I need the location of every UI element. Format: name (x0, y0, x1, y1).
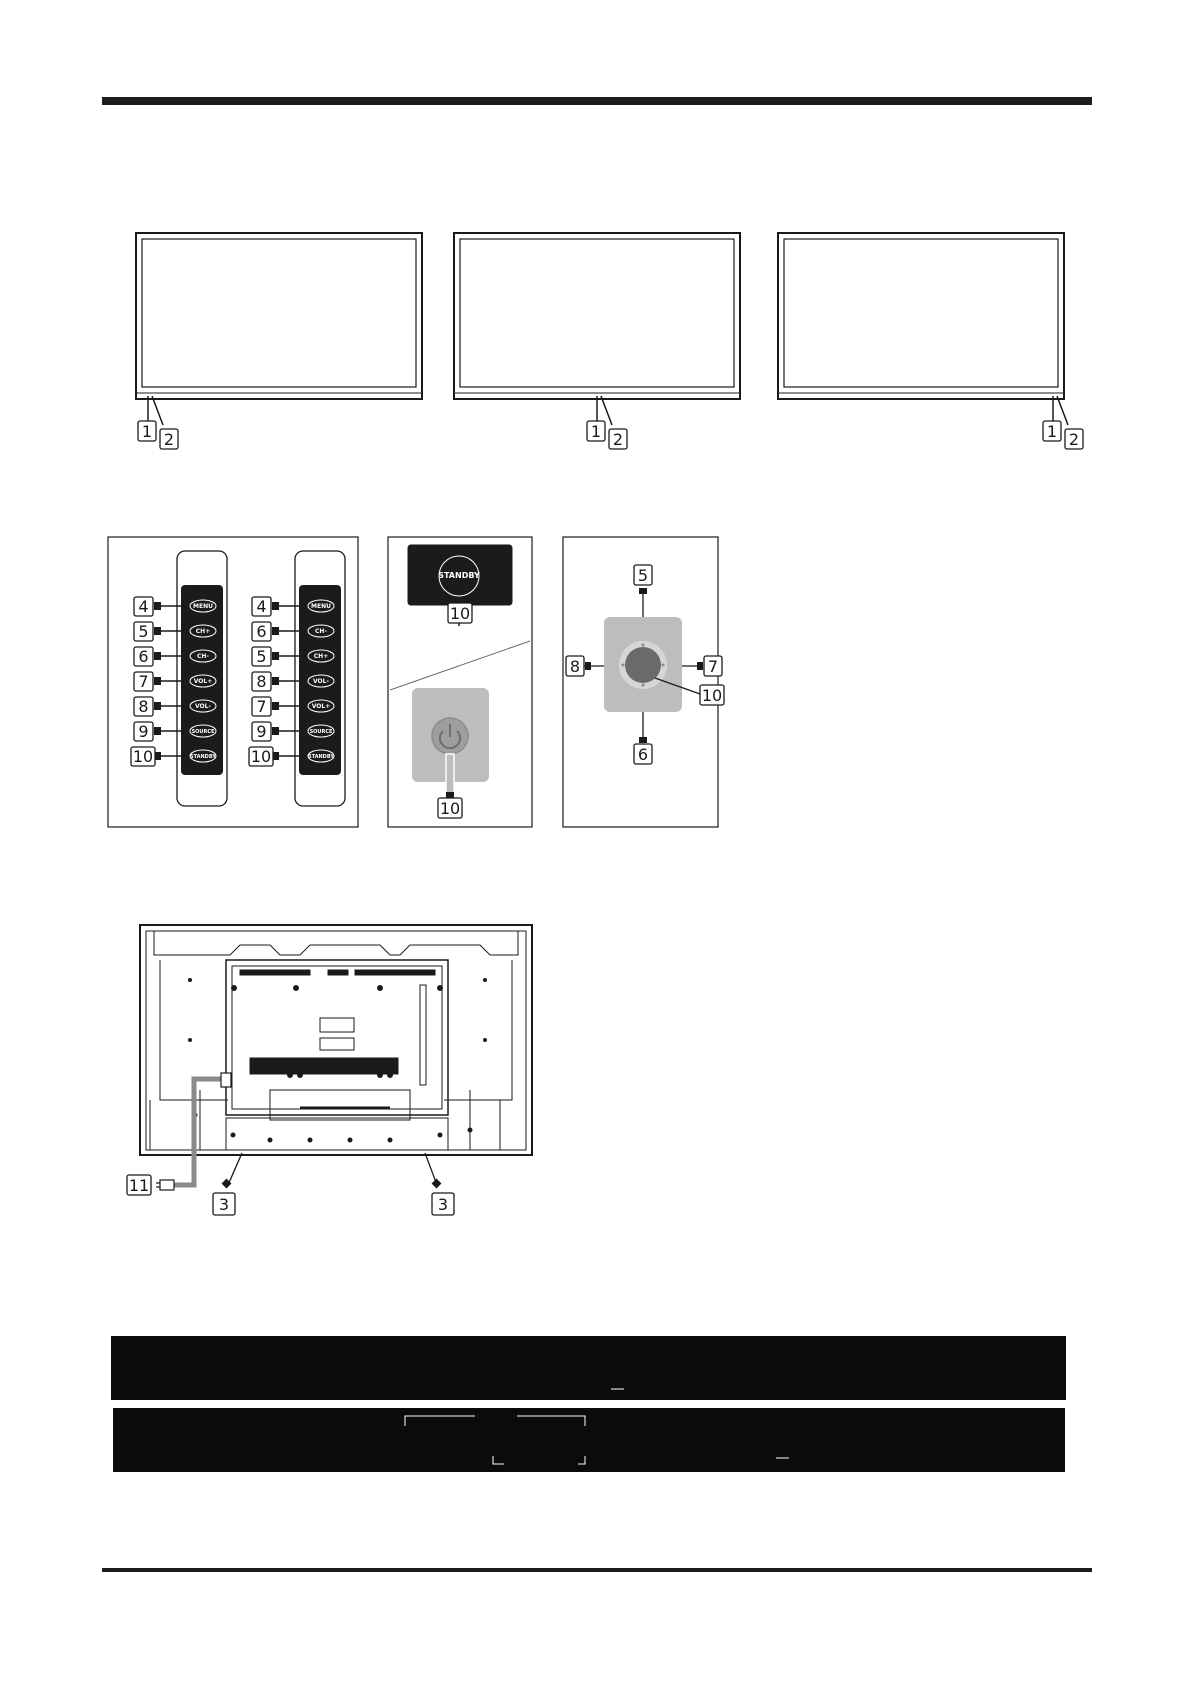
callout-7-joystick: 7 (703, 655, 723, 677)
vol-down-button-b[interactable] (307, 674, 335, 688)
svg-text:VOL+: VOL+ (312, 703, 331, 710)
svg-text:VOL-: VOL- (313, 678, 329, 685)
svg-text:9: 9 (138, 722, 148, 741)
tv-front-right (777, 232, 1065, 400)
tv-front-center (453, 232, 741, 400)
svg-text:CH+: CH+ (196, 628, 210, 635)
vol-down-button[interactable] (189, 699, 217, 713)
callout-3-right: 3 (431, 1192, 455, 1216)
standby-button[interactable] (189, 749, 217, 763)
tv-front-left (135, 232, 423, 400)
svg-text:10: 10 (702, 686, 722, 705)
menu-button[interactable] (189, 599, 217, 613)
callout-5-joystick: 5 (633, 564, 653, 586)
svg-text:CH-: CH- (197, 653, 209, 660)
power-icon (439, 724, 461, 750)
svg-text:SOURCE: SOURCE (310, 729, 333, 735)
vol-up-button-b[interactable] (307, 699, 335, 713)
top-rule (102, 97, 1092, 105)
svg-text:1: 1 (591, 422, 601, 441)
callout-11: 11 (126, 1174, 152, 1196)
svg-text:7: 7 (256, 697, 266, 716)
svg-text:MENU: MENU (311, 603, 331, 610)
svg-text:7: 7 (138, 672, 148, 691)
redacted-bar-1 (111, 1336, 1066, 1400)
svg-text:8: 8 (570, 657, 580, 676)
svg-text:5: 5 (638, 566, 648, 585)
callout-1-left: 1 (137, 420, 157, 442)
svg-text:3: 3 (438, 1195, 448, 1214)
svg-text:6: 6 (138, 647, 148, 666)
callout-1-right: 1 (1042, 420, 1062, 442)
callout-3-left: 3 (212, 1192, 236, 1216)
svg-text:SOURCE: SOURCE (192, 729, 215, 735)
svg-text:CH+: CH+ (314, 653, 328, 660)
callout-2-center: 2 (608, 428, 628, 450)
svg-text:VOL-: VOL- (195, 703, 211, 710)
vol-up-button[interactable] (189, 674, 217, 688)
ch-up-button-b[interactable] (307, 649, 335, 663)
svg-text:11: 11 (129, 1176, 149, 1195)
svg-text:STANDBY: STANDBY (190, 754, 216, 760)
svg-text:2: 2 (1069, 430, 1079, 449)
svg-text:VOL+: VOL+ (194, 678, 213, 685)
joystick-button[interactable] (625, 647, 661, 683)
svg-text:6: 6 (638, 745, 648, 764)
svg-text:5: 5 (138, 622, 148, 641)
ch-down-button-b[interactable] (307, 624, 335, 638)
tv-back-view (139, 924, 533, 1156)
svg-text:10: 10 (450, 604, 470, 623)
redacted-bar-2 (113, 1408, 1065, 1472)
callout-10-standby-bottom: 10 (437, 797, 463, 819)
svg-text:8: 8 (138, 697, 148, 716)
button-strip-a: 4 MENU 5 CH+ 6 CH- 7 VOL+ (130, 596, 217, 767)
svg-text:4: 4 (138, 597, 148, 616)
bar1-marks (611, 1388, 624, 1390)
standby-top-button[interactable] (438, 555, 480, 597)
callout-2-left: 2 (159, 428, 179, 450)
svg-text:5: 5 (256, 647, 266, 666)
button-strip-b: 4 MENU 6 CH- 5 CH+ 8 VOL- (248, 596, 335, 767)
svg-text:8: 8 (256, 672, 266, 691)
menu-button-b[interactable] (307, 599, 335, 613)
ch-up-button[interactable] (189, 624, 217, 638)
callout-8-joystick: 8 (565, 655, 585, 677)
svg-text:2: 2 (164, 430, 174, 449)
callout-1-center: 1 (586, 420, 606, 442)
svg-text:3: 3 (219, 1195, 229, 1214)
svg-text:4: 4 (256, 597, 266, 616)
svg-text:10: 10 (133, 747, 153, 766)
standby-button-b[interactable] (307, 749, 335, 763)
svg-text:2: 2 (613, 430, 623, 449)
svg-text:CH-: CH- (315, 628, 327, 635)
svg-text:1: 1 (142, 422, 152, 441)
callout-2-right: 2 (1064, 428, 1084, 450)
svg-text:7: 7 (708, 657, 718, 676)
source-button[interactable] (189, 724, 217, 738)
callout-10-standby-top: 10 (447, 602, 473, 624)
svg-text:10: 10 (440, 799, 460, 818)
svg-text:10: 10 (251, 747, 271, 766)
svg-text:STANDBY: STANDBY (308, 754, 334, 760)
bar2-marks (404, 1415, 789, 1465)
ch-down-button[interactable] (189, 649, 217, 663)
callout-6-joystick: 6 (633, 743, 653, 765)
svg-text:1: 1 (1047, 422, 1057, 441)
callout-10-joystick: 10 (699, 684, 725, 706)
svg-text:9: 9 (256, 722, 266, 741)
svg-text:6: 6 (256, 622, 266, 641)
source-button-b[interactable] (307, 724, 335, 738)
power-cord (172, 1076, 224, 1188)
svg-text:MENU: MENU (193, 603, 213, 610)
bottom-rule (102, 1568, 1092, 1572)
svg-text:STANDBY: STANDBY (438, 571, 480, 580)
